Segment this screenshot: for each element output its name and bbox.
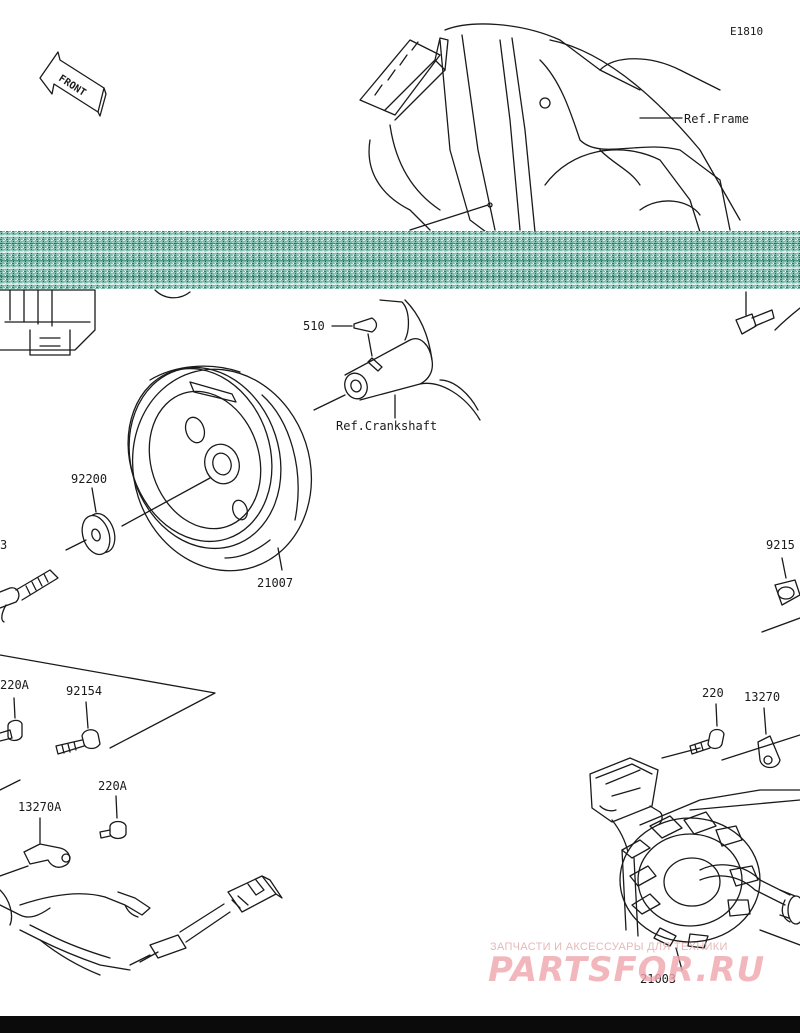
part-label-21003: 21003	[640, 972, 677, 986]
bolt-220a-top	[0, 719, 23, 742]
ref-crankshaft-label: Ref.Crankshaft	[336, 419, 438, 433]
part-label-220a-top: 220A	[0, 678, 29, 692]
diagram-code: E1810	[730, 25, 764, 38]
part-label-510: 510	[303, 319, 325, 333]
part-label-partial-left: 3	[0, 538, 8, 552]
bolt-92154	[55, 729, 101, 755]
flywheel-rotor-part	[127, 365, 313, 572]
wiring-harness-left	[0, 875, 283, 976]
bottom-black-bar	[0, 1016, 800, 1033]
woodruff-key-part	[353, 317, 378, 333]
scan-noise-band	[0, 231, 800, 289]
washer-part	[81, 512, 116, 556]
part-label-220: 220	[702, 686, 724, 700]
rotor-bolt-part	[0, 569, 59, 623]
regulator-part	[0, 289, 96, 356]
part-label-13270a: 13270A	[18, 800, 62, 814]
watermark-brand-logo: PARTSFOR.RU	[488, 950, 766, 990]
bolt-220	[689, 728, 725, 755]
front-label: FRONT	[56, 73, 87, 99]
part-label-21007: 21007	[257, 576, 294, 590]
front-label-badge: FRONT	[56, 73, 87, 99]
part-label-92154: 92154	[66, 684, 103, 698]
bolt-part-right-mid	[774, 579, 800, 606]
clamp-13270a	[23, 843, 71, 868]
bolt-220a-mid	[99, 820, 127, 840]
part-label-9215-partial: 9215	[766, 538, 795, 552]
bolt-part-top-right	[735, 291, 775, 335]
front-arrow-icon	[39, 51, 107, 117]
crankshaft-part	[344, 299, 481, 421]
part-label-220a-mid: 220A	[98, 779, 127, 793]
stator-assembly-part	[589, 734, 800, 949]
ref-frame-label: Ref.Frame	[684, 112, 750, 126]
clamp-13270	[757, 735, 781, 769]
part-label-13270: 13270	[744, 690, 781, 704]
part-label-92200: 92200	[71, 472, 108, 486]
frame-part	[359, 23, 741, 236]
watermark-tagline: ЗАПЧАСТИ И АКСЕССУАРЫ ДЛЯ ТЕХНИКИ	[490, 941, 728, 953]
